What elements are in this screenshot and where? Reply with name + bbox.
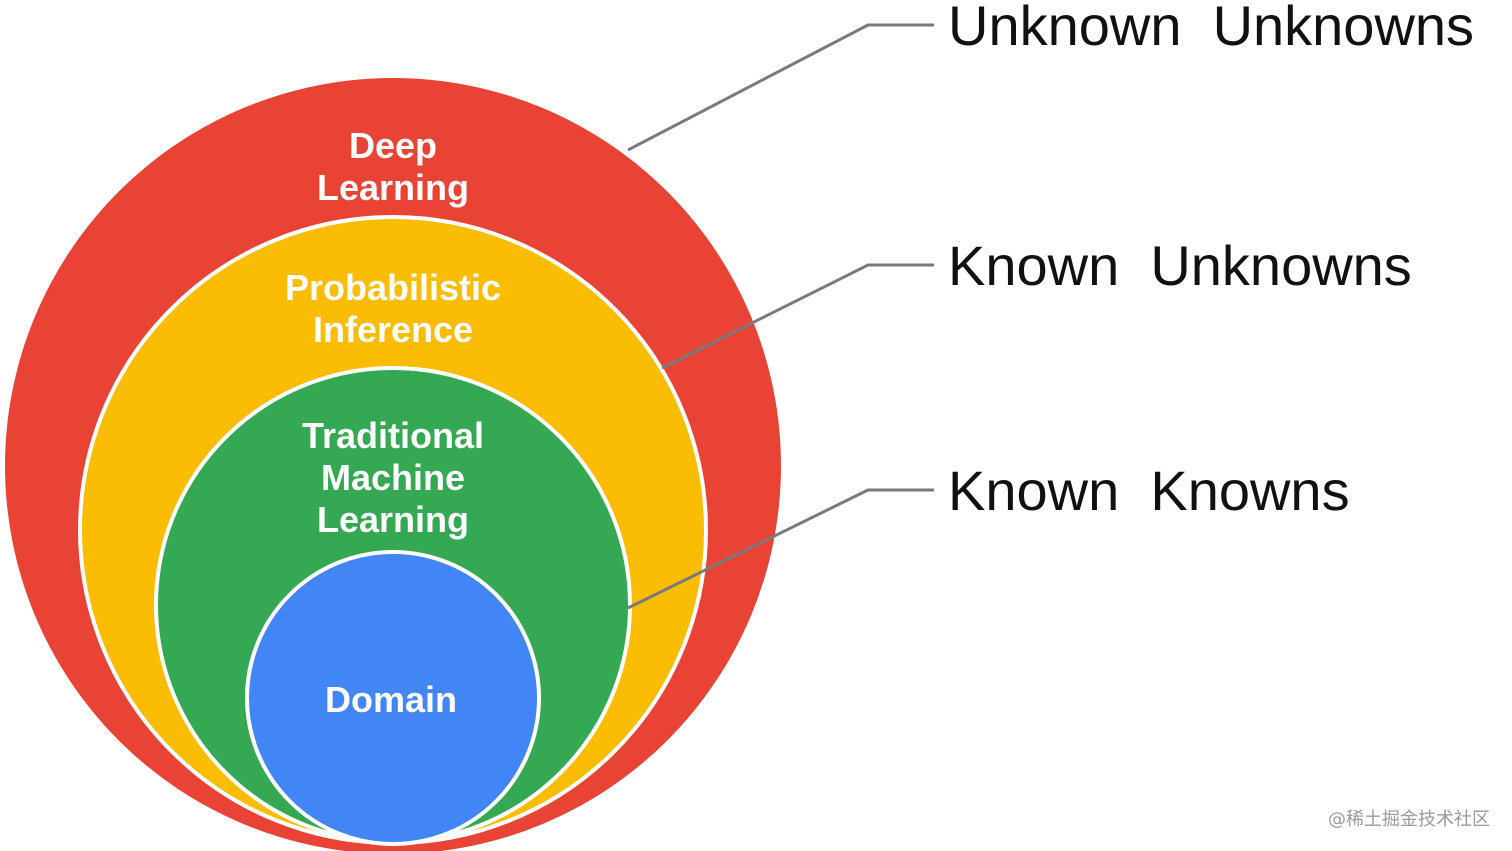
leader-line-known-knowns xyxy=(627,488,934,610)
label-traditional-line1: Traditional xyxy=(302,415,484,456)
label-probabilistic-line2: Inference xyxy=(313,309,473,350)
label-deep-learning-line1: Deep xyxy=(349,125,437,166)
label-deep-learning-line2: Learning xyxy=(317,167,469,208)
side-label-known-knowns: Known Knowns xyxy=(948,459,1350,522)
label-probabilistic-line1: Probabilistic xyxy=(285,267,501,308)
side-label-unknown-unknowns: Unknown Unknowns xyxy=(948,0,1474,57)
watermark-text: @稀土掘金技术社区 xyxy=(1328,809,1490,830)
label-traditional-line3: Learning xyxy=(317,499,469,540)
circle-domain xyxy=(245,550,541,846)
label-domain: Domain xyxy=(325,679,457,720)
leader-line-known-unknowns xyxy=(661,263,934,370)
label-traditional-line2: Machine xyxy=(321,457,465,498)
side-label-known-unknowns: Known Unknowns xyxy=(948,234,1412,297)
leader-line-unknown-unknowns xyxy=(627,23,934,152)
